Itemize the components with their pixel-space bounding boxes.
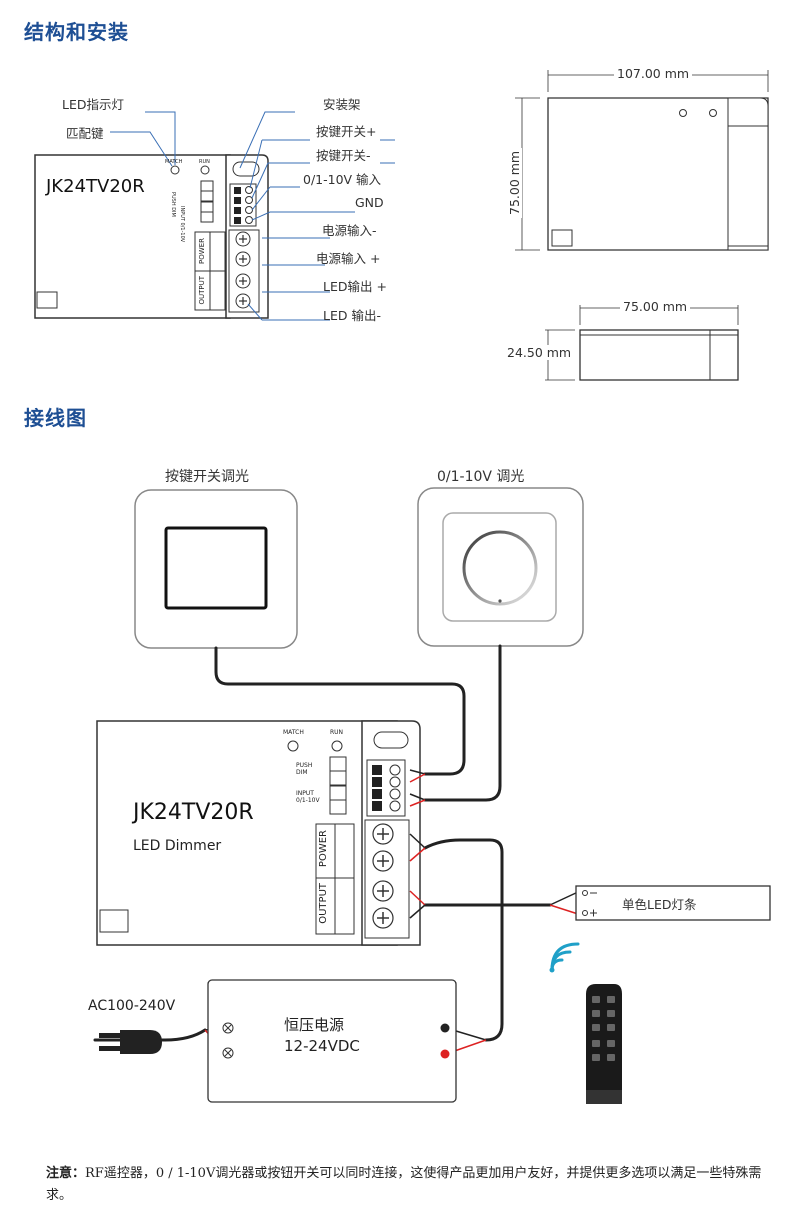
psu-terminal-pos	[440, 1049, 450, 1059]
wiring-diagram	[93, 487, 771, 1104]
callout-key-switch-plus: 按键开关+	[316, 124, 377, 139]
power-cable	[423, 838, 504, 1042]
structure-section-title: 结构和安装	[24, 20, 129, 44]
ac-label: AC100-240V	[88, 998, 176, 1014]
dimmer-knob	[462, 530, 538, 606]
led-strip	[575, 885, 771, 921]
wiring-section-title: 接线图	[24, 406, 87, 430]
callout-key-switch-minus: 按键开关-	[316, 148, 371, 163]
callout-led-indicator: LED指示灯	[62, 97, 124, 112]
top-power-label: POWER	[198, 238, 206, 264]
top-run-label: RUN	[199, 159, 210, 165]
top-push-label: PUSH DIM	[170, 192, 176, 217]
dim-height-side: 75.00 mm	[507, 147, 522, 218]
callout-mount-bracket: 安装架	[323, 97, 361, 112]
top-device-model: JK24TV20R	[46, 176, 145, 197]
note-prefix: 注意：	[46, 1166, 86, 1181]
psu-box	[207, 979, 457, 1103]
push-switch-cable	[214, 646, 466, 776]
note-text: RF遥控器，0 / 1-10V调光器或按钮开关可以同时连接，这使得产品更加用户友…	[46, 1166, 762, 1203]
wifi-icon	[550, 942, 580, 972]
callout-match-key: 匹配键	[66, 126, 104, 141]
side-view-outline	[579, 329, 739, 381]
structure-diagram	[34, 70, 769, 381]
callout-gnd: GND	[355, 195, 384, 210]
push-switch-button	[164, 526, 268, 610]
wiring-device-subtitle: LED Dimmer	[133, 838, 222, 854]
psu-terminal-neg	[440, 1023, 450, 1033]
dimmer-title: 0/1-10V 调光	[437, 469, 525, 485]
run-led	[200, 165, 210, 175]
top-input-label: INPUT 0/1-10V	[179, 206, 185, 243]
wiring-output-label: OUTPUT	[318, 883, 329, 924]
psu-voltage: 12-24VDC	[284, 1037, 360, 1055]
ac-plug	[99, 1030, 162, 1054]
callout-dim-input: 0/1-10V 输入	[303, 172, 382, 187]
wiring-push-label: PUSH DIM	[296, 762, 313, 776]
wiring-run-label: RUN	[330, 729, 344, 736]
wiring-device-model: JK24TV20R	[133, 800, 254, 825]
dim-depth-top: 75.00 mm	[620, 299, 691, 314]
wiring-run-led	[331, 740, 343, 752]
callout-power-in-minus: 电源输入-	[322, 223, 377, 238]
remote-control	[586, 984, 622, 1104]
top-output-label: OUTPUT	[198, 276, 206, 305]
callout-led-out-plus: LED输出 +	[323, 279, 387, 294]
mount-hole	[232, 161, 260, 177]
dim-width-top: 107.00 mm	[614, 66, 693, 81]
callout-power-in-plus: 电源输入 +	[316, 251, 381, 266]
psu-title: 恒压电源	[284, 1016, 345, 1034]
dim-thickness: 24.50 mm	[504, 345, 575, 360]
dimmer-cable	[423, 644, 502, 802]
note: 注意：RF遥控器，0 / 1-10V调光器或按钮开关可以同时连接，这使得产品更加…	[46, 1163, 768, 1207]
ac-cable	[93, 1028, 207, 1042]
match-button	[170, 165, 180, 175]
wiring-match-label: MATCH	[283, 729, 304, 736]
led-strip-label: 单色LED灯条	[622, 897, 697, 912]
callout-led-out-minus: LED 输出-	[323, 308, 381, 323]
wiring-power-label: POWER	[318, 830, 329, 868]
wiring-match-button	[287, 740, 299, 752]
mount-foot	[36, 291, 58, 309]
push-switch-title: 按键开关调光	[165, 469, 249, 485]
wiring-input-label: INPUT 0/1-10V	[296, 790, 320, 804]
top-match-label: MATCH	[165, 159, 183, 165]
